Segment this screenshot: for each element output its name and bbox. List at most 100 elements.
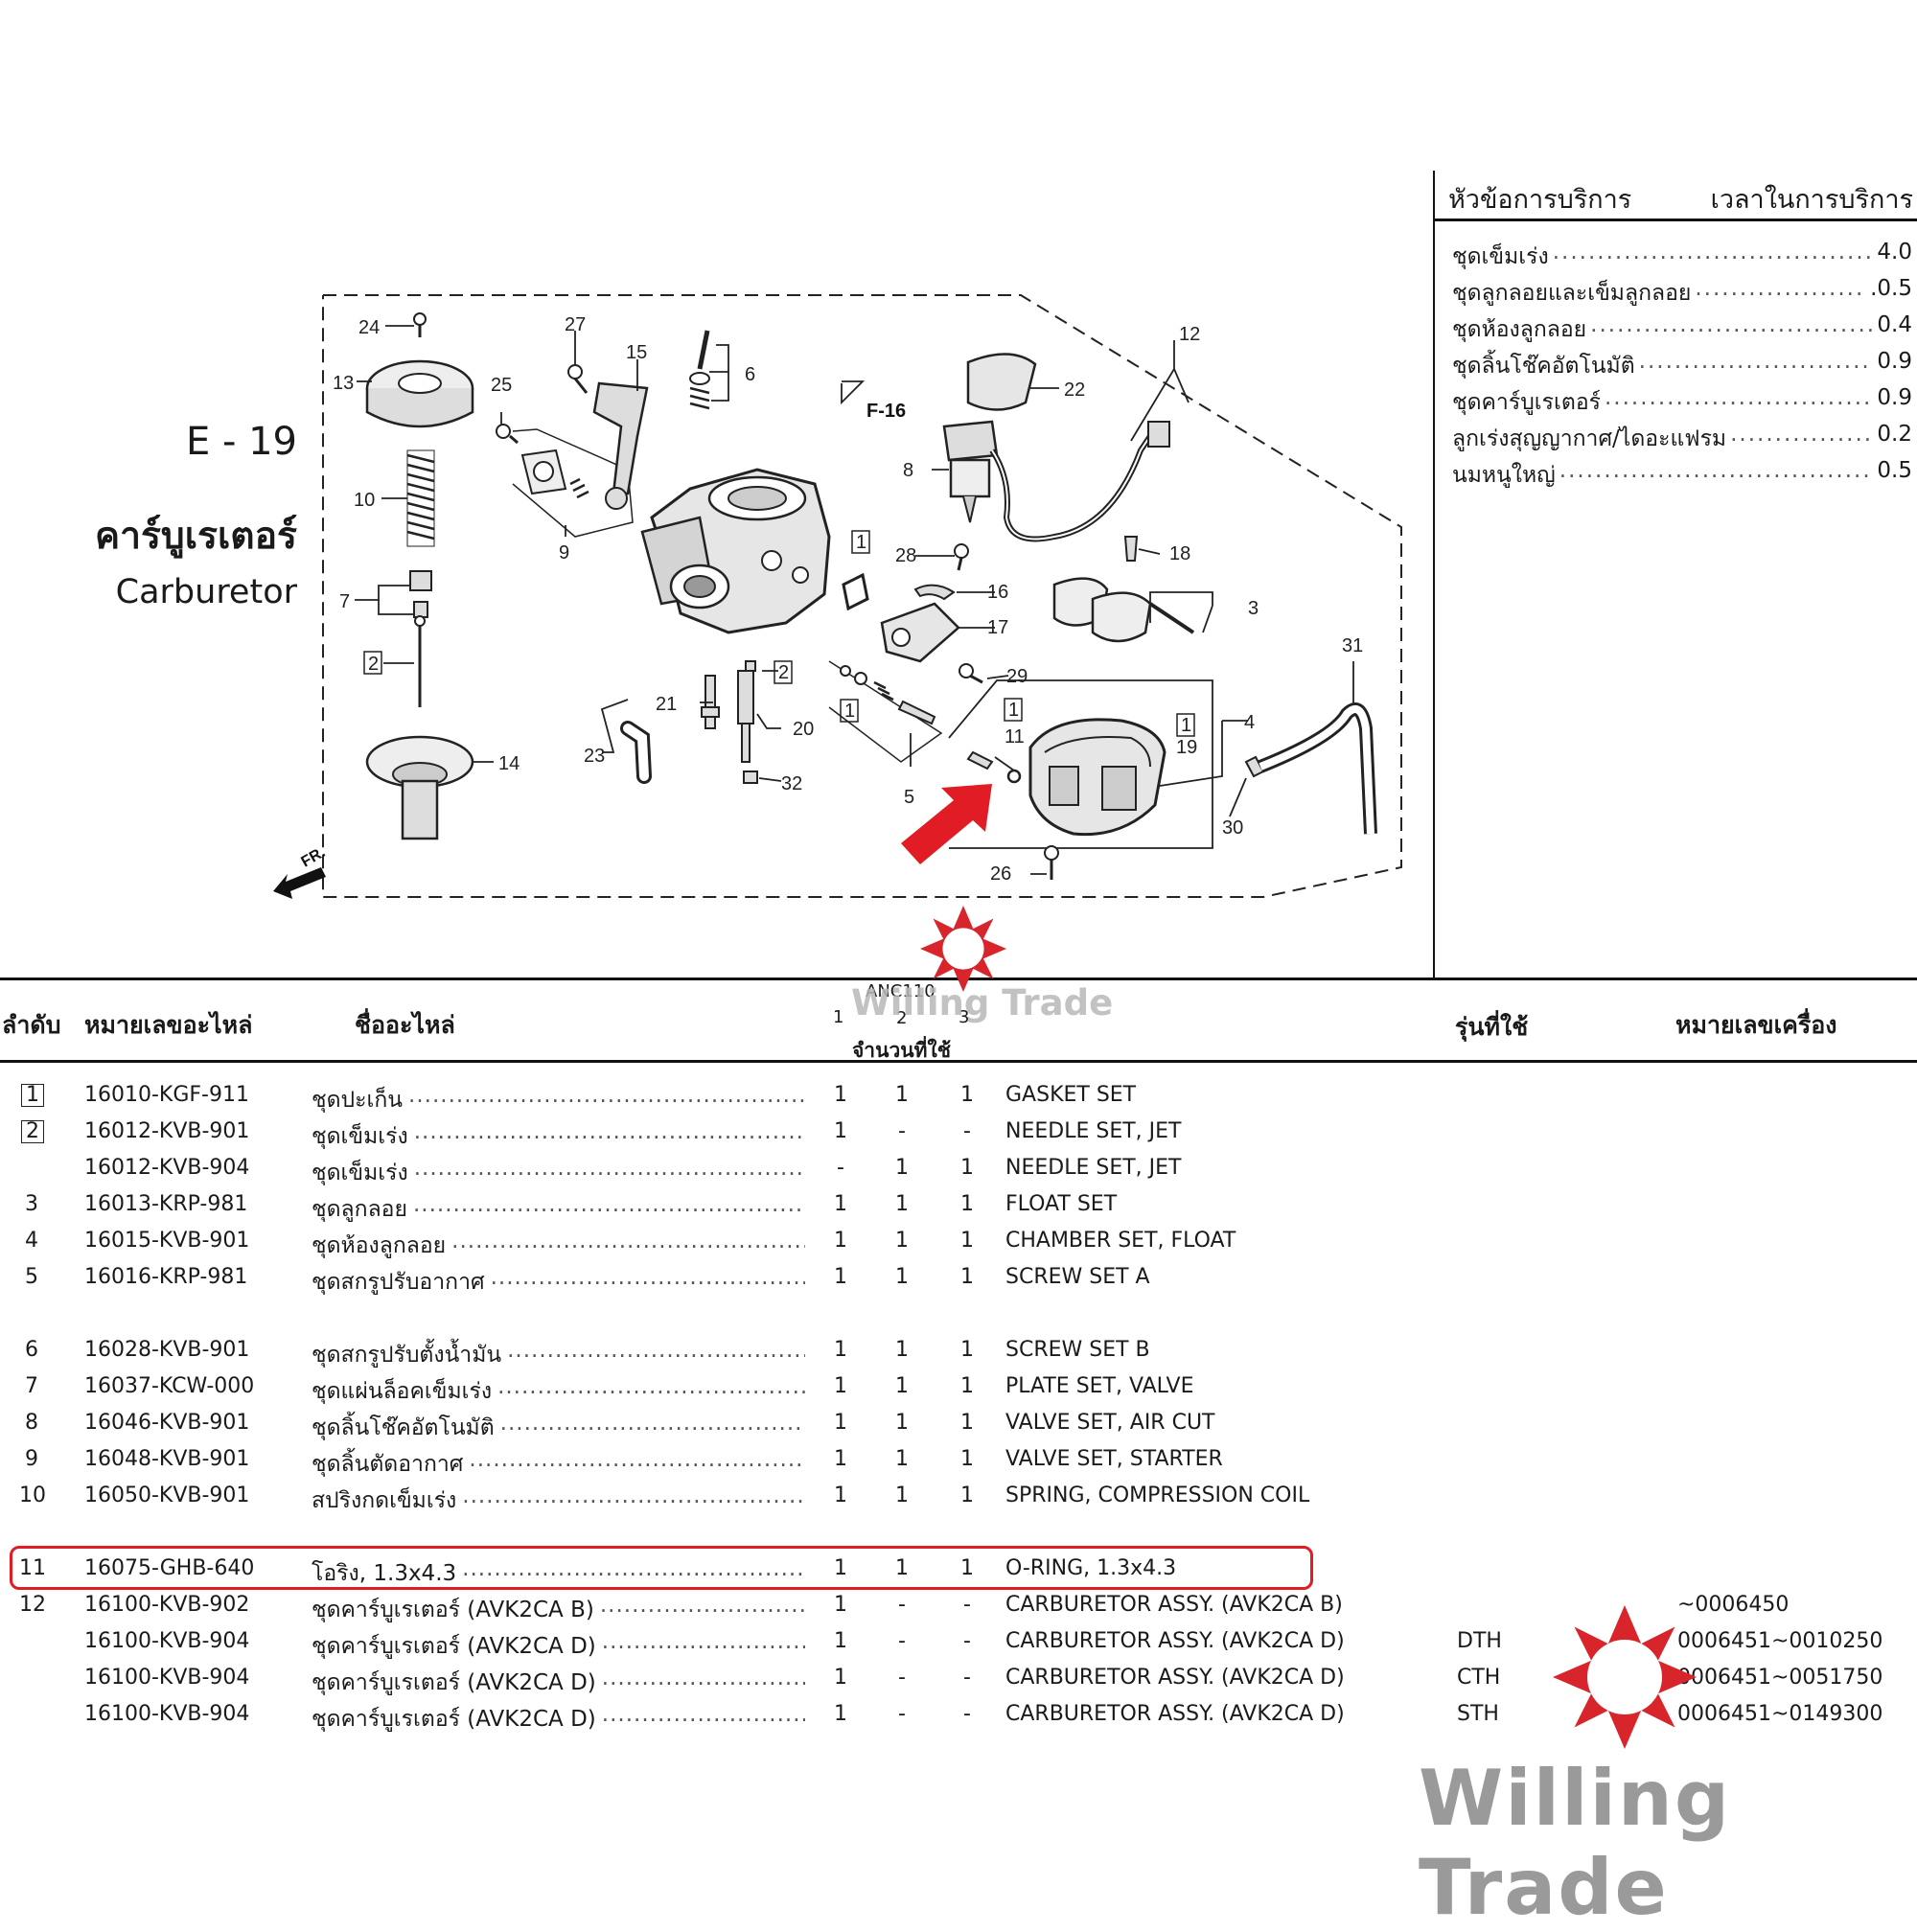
callout-2-center: 2 [778,662,789,683]
leader-dots [414,1119,805,1154]
callout-16: 16 [987,582,1008,603]
header-applicable-model: รุ่นที่ใช้ [1455,1013,1529,1041]
part-name-thai-text: ชุดสกรูปรับตั้งน้ำมัน [312,1343,502,1368]
callout-5: 5 [904,787,914,808]
part-number: 16050-KVB-901 [84,1484,250,1507]
part-number: 16100-KVB-902 [84,1593,250,1617]
part-name-thai-text: ชุดลิ้นตัดอากาศ [312,1452,464,1477]
part-12-connector [1147,421,1170,448]
leader-dots [507,1338,805,1372]
section-title-thai: คาร์บูเรเตอร์ [95,515,297,558]
part-name-thai-text: ชุดลูกลอย [312,1197,407,1222]
callout-7: 7 [339,591,350,612]
serial-range: ~0006450 [1677,1593,1790,1617]
callout-26: 26 [990,863,1011,885]
part-name-english: VALVE SET, STARTER [1005,1447,1223,1471]
part-number: 16075-GHB-640 [84,1556,255,1580]
part-name-thai: ชุดลิ้นโช๊คอัตโนมัติ [312,1411,805,1445]
callout-27: 27 [565,314,586,335]
qty-col-3: 1 [960,1447,974,1471]
qty-col-2: 1 [895,1484,909,1507]
section-code: E - 19 [185,420,297,464]
part-name-english: SCREW SET A [1005,1265,1150,1289]
row-number: 3 [25,1192,38,1216]
leader-dots [462,1556,805,1591]
part-name-english: VALVE SET, AIR CUT [1005,1411,1215,1435]
qty-col-1: 1 [834,1411,847,1435]
qty-col-3: 1 [960,1156,974,1180]
part-name-thai: ชุดลูกลอย [312,1192,805,1227]
service-item-name: ชุดลูกลอยและเข็มลูกลอย [1452,281,1692,306]
row-number-text: 5 [25,1265,38,1289]
part-11-o-ring [1006,769,1022,784]
qty-col-1: 1 [834,1338,847,1362]
leader-dots [1695,276,1866,312]
qty-col-1: - [837,1156,844,1180]
diagram-boundary [322,294,1402,898]
qty-col-2: 1 [895,1083,909,1107]
callout-18: 18 [1169,543,1190,564]
qty-col-3: - [963,1666,971,1690]
service-row: ชุดห้องลูกลอย0.4 [1452,312,1912,349]
part-32-jet [743,770,758,784]
serial-range: 0006451~0010250 [1677,1629,1883,1653]
qty-col-2: 1 [895,1156,909,1180]
header-qty-col-3: 3 [958,1007,970,1027]
row-number: 11 [19,1556,46,1580]
part-20-main-jet [737,660,756,763]
row-number: 7 [25,1374,38,1398]
qty-col-1: 1 [834,1556,847,1580]
leader-dots [413,1192,805,1227]
qty-col-1: 1 [834,1265,847,1289]
leader-dots [469,1447,805,1482]
qty-col-3: 1 [960,1411,974,1435]
part-name-english: CHAMBER SET, FLOAT [1005,1229,1236,1253]
willing-trade-logo-large [1553,1605,1697,1749]
leader-dots [1559,458,1874,494]
callout-31: 31 [1342,635,1363,656]
callout-22: 22 [1064,380,1085,401]
part-number: 16100-KVB-904 [84,1702,250,1726]
qty-col-1: 1 [834,1374,847,1398]
row-number: 9 [25,1447,38,1471]
qty-col-2: 1 [895,1338,909,1362]
qty-col-1: 1 [834,1447,847,1471]
part-17-float-valve-seat [880,602,960,663]
part-29-screw [958,663,983,684]
service-item-name: นมหนูใหญ่ [1452,463,1556,488]
qty-col-2: 1 [895,1192,909,1216]
callout-20: 20 [793,719,814,740]
service-row: ชุดคาร์บูเรเตอร์0.9 [1452,385,1912,422]
part-name-english: CARBURETOR ASSY. (AVK2CA B) [1005,1593,1343,1617]
leader-dots [602,1666,805,1700]
part-number: 16013-KRP-981 [84,1192,248,1216]
section-title-english: Carburetor [115,573,297,611]
callout-2-left: 2 [368,654,379,675]
part-1-gasket-small [842,572,869,611]
serial-range: 0006451~0051750 [1677,1666,1883,1690]
part-name-thai: ชุดสกรูปรับตั้งน้ำมัน [312,1338,805,1372]
qty-col-1: 1 [834,1593,847,1617]
part-number: 16012-KVB-904 [84,1156,250,1180]
callout-8: 8 [903,460,913,481]
qty-col-1: 1 [834,1083,847,1107]
row-number-text: 6 [25,1338,38,1362]
qty-col-2: - [898,1593,906,1617]
part-name-thai-text: โอริง, 1.3x4.3 [312,1561,457,1586]
qty-col-1: 1 [834,1629,847,1653]
service-item-time: 0.9 [1877,385,1912,410]
leader-dots [1590,312,1873,349]
part-25-screw [496,424,519,445]
part-14-vacuum-piston [365,735,474,840]
part-number: 16037-KCW-000 [84,1374,255,1398]
callout-1-c: 1 [1008,700,1019,721]
applicable-model: CTH [1457,1666,1501,1690]
qty-col-3: 1 [960,1556,974,1580]
part-name-thai-text: ชุดเข็มเร่ง [312,1161,408,1185]
front-direction-arrow: FR. [273,844,328,899]
part-26-screw [1044,845,1059,880]
ref-f16-label: F-16 [866,401,906,422]
part-name-thai-text: ชุดคาร์บูเรเตอร์ (AVK2CA B) [312,1598,594,1622]
callout-28: 28 [895,545,916,566]
leader-dots [500,1411,805,1445]
